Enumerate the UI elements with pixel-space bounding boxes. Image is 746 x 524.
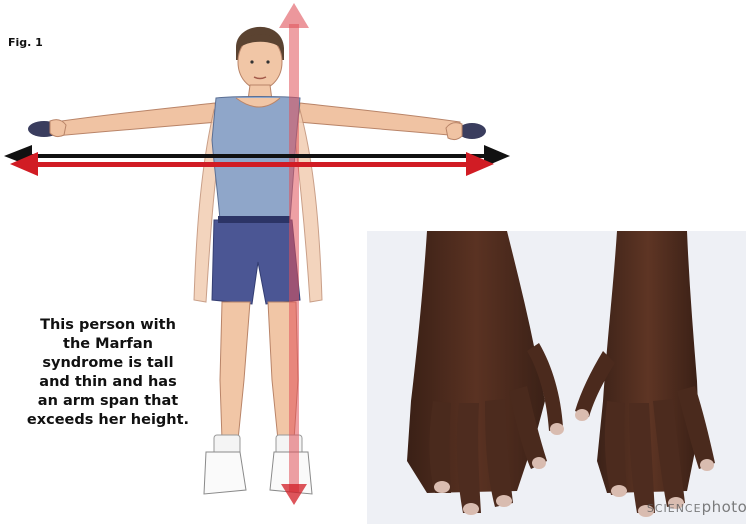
watermark: SCIENCEphotol bbox=[647, 498, 746, 516]
caption-line: syndrome is tall bbox=[18, 354, 198, 373]
shorts bbox=[212, 220, 300, 304]
head bbox=[236, 27, 284, 100]
tank-top bbox=[212, 97, 300, 221]
watermark-suffix: photol bbox=[702, 498, 746, 516]
caption-line: exceeds her height. bbox=[18, 411, 198, 430]
caption-line: the Marfan bbox=[18, 335, 198, 354]
hands-image bbox=[367, 231, 746, 524]
figure-caption: This person with the Marfan syndrome is … bbox=[18, 316, 198, 430]
caption-line: This person with bbox=[18, 316, 198, 335]
watermark-prefix: SCIENCE bbox=[647, 502, 702, 515]
caption-line: and thin and has bbox=[18, 373, 198, 392]
caption-line: an arm span that bbox=[18, 392, 198, 411]
hands-photo: SCIENCEphotol bbox=[367, 231, 746, 524]
